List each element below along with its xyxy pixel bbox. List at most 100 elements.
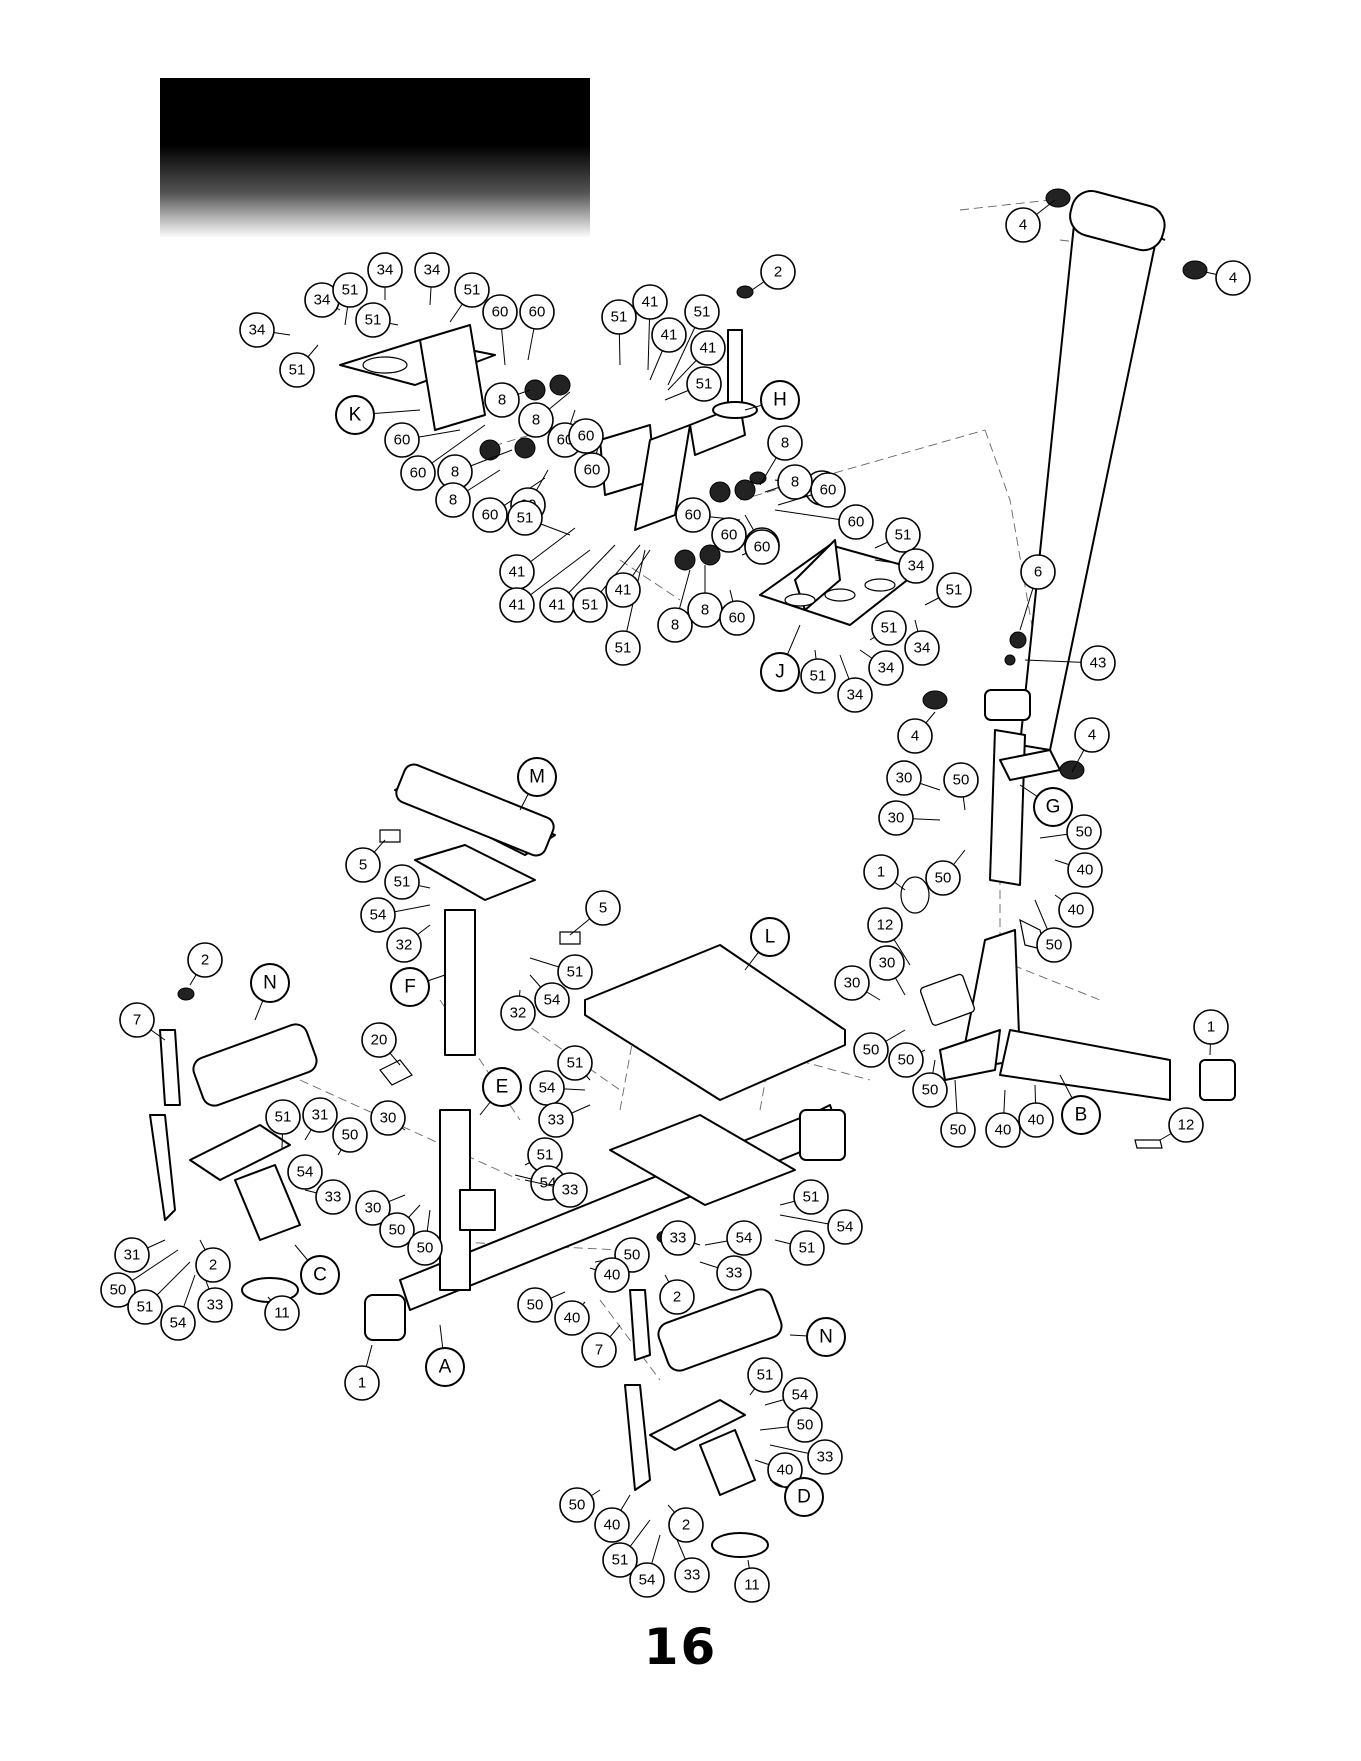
callout-number: 33 [562, 1182, 579, 1199]
callout-circle [684, 294, 720, 330]
callout-circle [629, 1562, 665, 1598]
callout-number: 43 [1090, 655, 1107, 672]
callout-number: 2 [673, 1289, 681, 1306]
callout-number: 40 [995, 1122, 1012, 1139]
callout-number: 60 [410, 465, 427, 482]
callout-front-9: 51 [127, 1261, 191, 1325]
callout-top_right-20: 60 [675, 497, 741, 533]
callout-center-1: 41 [632, 284, 668, 371]
callout-front-13: 11 [264, 1295, 300, 1331]
callout-top_right-13: 34 [874, 548, 934, 584]
callout-circle [1215, 260, 1251, 296]
callout-top_right-16: 51 [869, 610, 907, 646]
callout-number: 4 [911, 728, 919, 745]
callout-center-4: 51 [601, 299, 637, 366]
arm-bracket-j [759, 539, 921, 626]
callout-bench-21: 40 [589, 1257, 630, 1293]
part-label-k: K [335, 395, 421, 435]
part-letter: D [797, 1487, 811, 1508]
callout-circle [827, 1209, 863, 1245]
callout-number: 50 [342, 1127, 359, 1144]
callout-top_left-2: 34 [367, 252, 403, 300]
callout-top_left-7: 51 [449, 272, 490, 323]
callout-number: 60 [754, 539, 771, 556]
part-label-g: G [1019, 784, 1073, 827]
callout-number: 8 [781, 435, 789, 452]
callout-top_right-23: 8 [687, 565, 723, 628]
callout-number: 51 [612, 1552, 629, 1569]
callout-bottom-0: 50 [559, 1487, 601, 1523]
callout-circle [355, 1190, 391, 1226]
callout-number: 60 [685, 507, 702, 524]
callout-bottom-1: 40 [594, 1494, 631, 1543]
part-letter: K [349, 405, 362, 426]
callout-circle [767, 425, 803, 461]
part-circle [1033, 787, 1073, 827]
part-label-b: B [1059, 1074, 1101, 1135]
callout-number: 4 [1229, 270, 1237, 287]
callout-number: 60 [529, 304, 546, 321]
callout-number: 50 [110, 1282, 127, 1299]
callout-circle [581, 1332, 617, 1368]
callout-number: 8 [671, 617, 679, 634]
callout-circle [100, 1272, 136, 1308]
callout-number: 34 [847, 687, 864, 704]
callout-upright-12: 50 [853, 1029, 906, 1068]
callout-number: 54 [792, 1387, 809, 1404]
callout-number: 50 [389, 1222, 406, 1239]
callout-circle [657, 607, 693, 643]
callout-number: 50 [1076, 824, 1093, 841]
callout-circle [853, 1032, 889, 1068]
callout-top_left-14: 8 [518, 391, 571, 438]
callout-number: 51 [881, 620, 898, 637]
callout-number: 33 [817, 1449, 834, 1466]
callout-number: 60 [848, 514, 865, 531]
callout-number: 31 [312, 1107, 329, 1124]
callout-circle [675, 497, 711, 533]
callout-circle [912, 1072, 948, 1108]
callout-bottom-8: 33 [769, 1439, 843, 1475]
callout-center-8: 41 [499, 549, 591, 623]
callout-center-14: 60 [574, 439, 610, 488]
callout-front-10: 54 [160, 1274, 196, 1341]
callout-number: 50 [797, 1417, 814, 1434]
callout-circle [734, 1567, 770, 1603]
callout-center-12: 51 [507, 500, 571, 536]
callout-number: 8 [449, 492, 457, 509]
callout-circle [332, 1117, 368, 1153]
callout-circle [686, 366, 722, 402]
callout-number: 51 [694, 304, 711, 321]
callout-number: 40 [1068, 902, 1085, 919]
part-circle [425, 1347, 465, 1387]
callout-circle [344, 1365, 380, 1401]
callout-bottom-6: 51 [747, 1357, 783, 1396]
callout-bench-5: 51 [529, 954, 593, 990]
callout-number: 34 [878, 660, 895, 677]
callout-circle [517, 1287, 553, 1323]
callout-number: 40 [564, 1310, 581, 1327]
callout-top_right-21: 60 [711, 517, 747, 553]
callout-number: 41 [700, 340, 717, 357]
callout-number: 51 [615, 640, 632, 657]
callout-circle [886, 760, 922, 796]
callout-circle [1018, 1102, 1054, 1138]
callout-circle [435, 482, 471, 518]
callout-bench-22: 50 [517, 1287, 566, 1323]
callout-circle [601, 299, 637, 335]
part-letter: M [529, 767, 545, 788]
callout-circle [940, 1112, 976, 1148]
callout-circle [744, 529, 780, 565]
callout-center-6: 51 [664, 366, 722, 402]
part-circle [760, 652, 800, 692]
callout-circle [384, 864, 420, 900]
callout-number: 51 [757, 1367, 774, 1384]
callout-circle [484, 382, 520, 418]
callout-circle [367, 252, 403, 288]
callout-center-9: 41 [539, 544, 616, 623]
callout-center-7: 41 [499, 527, 576, 590]
callout-bottom-4: 33 [674, 1534, 710, 1593]
callout-bottom-5: 2 [667, 1504, 704, 1543]
callout-circle [760, 254, 796, 290]
callout-number: 54 [540, 1175, 557, 1192]
